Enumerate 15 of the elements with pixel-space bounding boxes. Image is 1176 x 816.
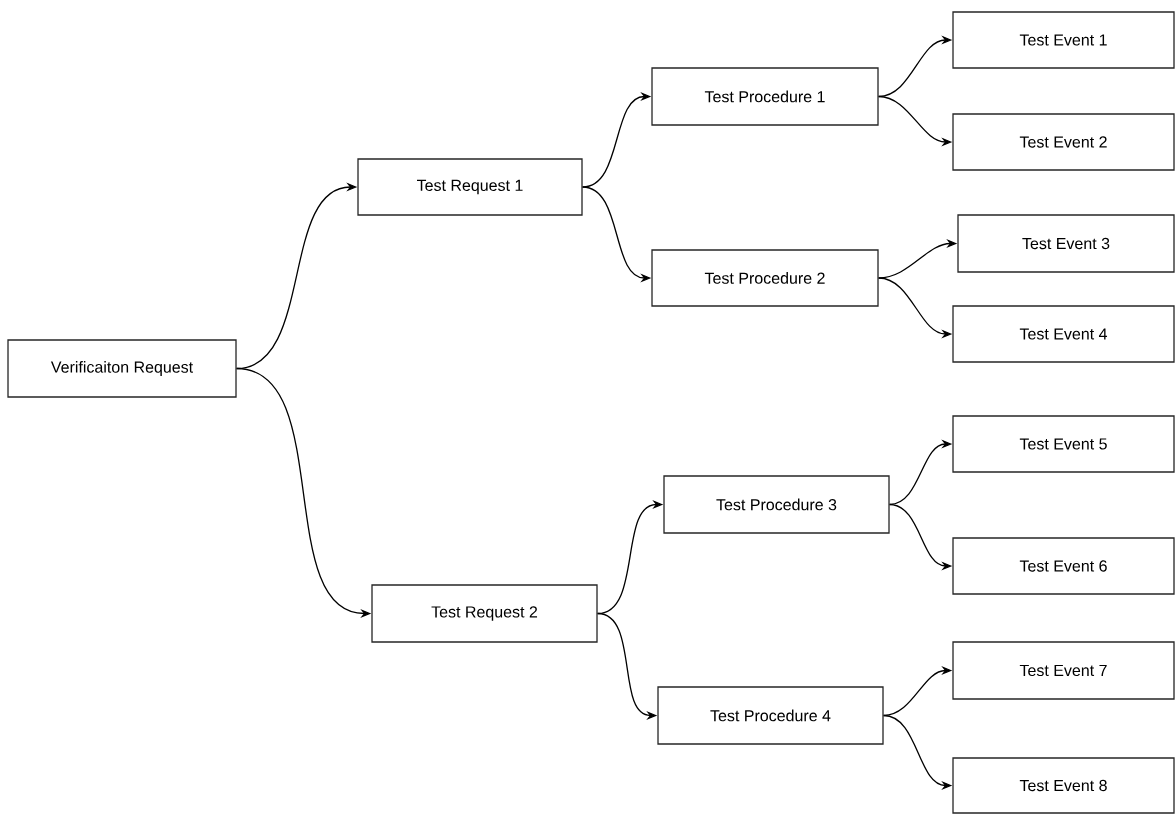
process-box: Test Event 7: [952, 641, 1175, 700]
process-box: Test Event 3: [957, 214, 1175, 273]
process-box: Test Event 5: [952, 415, 1175, 473]
process-box: Test Event 1: [952, 11, 1175, 69]
process-box: Test Procedure 3: [663, 475, 890, 534]
process-box: Test Procedure 4: [657, 686, 884, 745]
process-box: Test Event 8: [952, 757, 1175, 814]
process-box: Test Event 4: [952, 305, 1175, 363]
process-box: Test Request 2: [371, 584, 598, 643]
process-box: Test Procedure 1: [651, 67, 879, 126]
process-box: Test Procedure 2: [651, 249, 879, 307]
process-box: Verificaiton Request: [7, 339, 237, 398]
process-box: Test Request 1: [357, 158, 583, 216]
process-box: Test Event 2: [952, 113, 1175, 171]
process-box: Test Event 6: [952, 537, 1175, 595]
